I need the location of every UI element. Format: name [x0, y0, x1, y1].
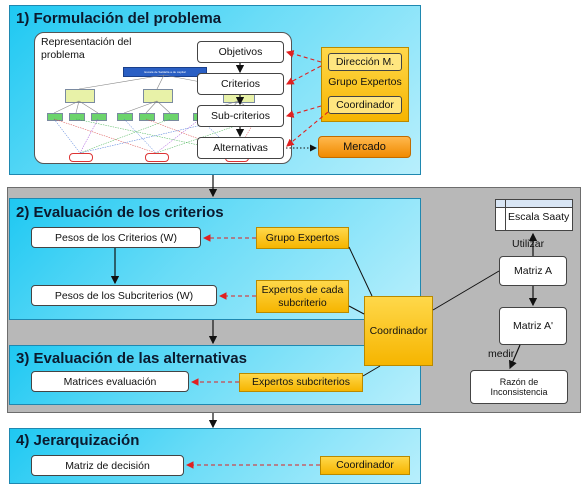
mercado-box[interactable]: Mercado	[318, 136, 411, 158]
utilizar-label: Utilizar	[512, 238, 545, 250]
section-title: 3) Evaluación de las alternativas	[16, 350, 247, 367]
subcriterios-box[interactable]: Sub-criterios	[197, 105, 284, 127]
razon-inconsistencia-box[interactable]: Razón de Inconsistencia	[470, 370, 568, 404]
hierarchy-root: Escala de Saldaña a de capital	[123, 67, 207, 77]
alternativas-box[interactable]: Alternativas	[197, 137, 284, 159]
coordinador-central-box[interactable]: Coordinador	[364, 296, 433, 366]
section-title: 2) Evaluación de los criterios	[16, 204, 224, 221]
matriz-a-prime-box[interactable]: Matriz A'	[499, 307, 567, 345]
direccion-box[interactable]: Dirección M.	[328, 53, 402, 71]
objetivos-box[interactable]: Objetivos	[197, 41, 284, 63]
criterios-box[interactable]: Criterios	[197, 73, 284, 95]
coordinador-box[interactable]: Coordinador	[328, 96, 402, 114]
medir-label: medir	[488, 348, 515, 360]
expertos-subcriterios-box[interactable]: Expertos subcriterios	[239, 373, 363, 392]
section-title: 1) Formulación del problema	[16, 10, 222, 27]
razon-label: Razón de Inconsistencia	[490, 376, 548, 397]
representation-label: Representación del problema	[41, 36, 132, 61]
matriz-a-box[interactable]: Matriz A	[499, 256, 567, 286]
escala-saaty-label: Escala Saaty	[508, 211, 570, 223]
pesos-subcriterios-box[interactable]: Pesos de los Subcriterios (W)	[31, 285, 217, 306]
grupo-expertos-label: Grupo Expertos	[328, 76, 402, 88]
coordinador-box-s4[interactable]: Coordinador	[320, 456, 410, 475]
matriz-decision-box[interactable]: Matriz de decisión	[31, 455, 184, 476]
pesos-criterios-box[interactable]: Pesos de los Criterios (W)	[31, 227, 201, 248]
grupo-expertos-box[interactable]: Grupo Expertos	[256, 227, 349, 249]
matrices-evaluacion-box[interactable]: Matrices evaluación	[31, 371, 189, 392]
escala-saaty-box[interactable]: Escala Saaty	[495, 199, 573, 231]
expertos-cada-subcriterio-box[interactable]: Expertos de cada subcriterio	[256, 280, 349, 313]
section-title: 4) Jerarquización	[16, 432, 140, 449]
